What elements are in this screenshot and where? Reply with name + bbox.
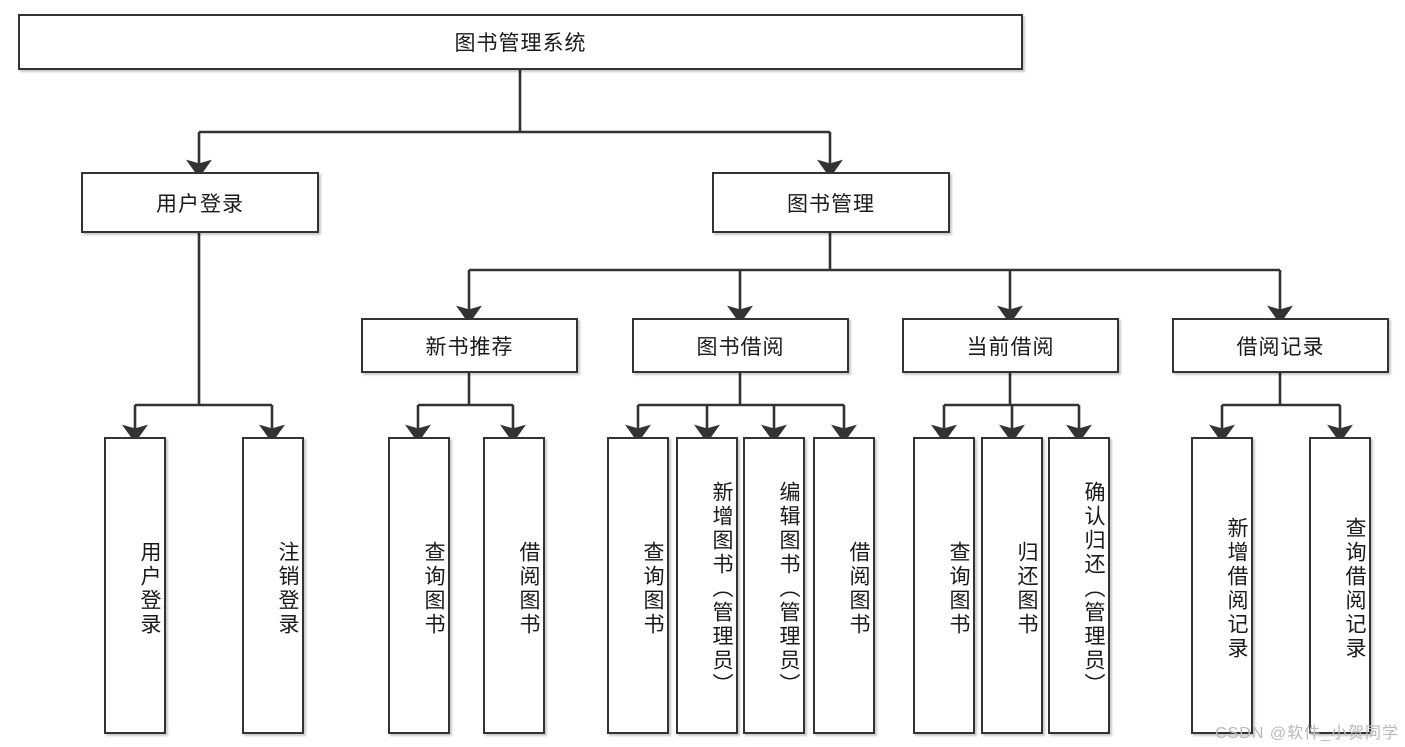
- leaf-newbook-borrow-book-label: 借阅图书: [517, 540, 540, 637]
- leaf-current-confirm-return[interactable]: 确认归还（管理员）: [1048, 437, 1110, 734]
- leaf-newbook-query-book[interactable]: 查询图书: [388, 437, 450, 734]
- leaf-borrow-borrow-book-label: 借阅图书: [847, 540, 870, 637]
- node-book-manage-label: 图书管理: [787, 192, 875, 216]
- leaf-borrow-edit-book-label: 编辑图书（管理员）: [777, 480, 800, 697]
- leaf-record-query[interactable]: 查询借阅记录: [1309, 437, 1371, 734]
- node-root[interactable]: 图书管理系统: [18, 14, 1023, 70]
- node-current-borrow-label: 当前借阅: [966, 335, 1055, 359]
- leaf-current-query-book-label: 查询图书: [947, 540, 970, 637]
- watermark: CSDN @软件_小贺同学: [1215, 725, 1399, 742]
- leaf-logout-label: 注销登录: [276, 540, 299, 637]
- leaf-newbook-query-book-label: 查询图书: [422, 540, 445, 637]
- node-current-borrow[interactable]: 当前借阅: [902, 318, 1119, 373]
- leaf-borrow-query-book[interactable]: 查询图书: [607, 437, 669, 734]
- leaf-logout[interactable]: 注销登录: [242, 437, 304, 734]
- node-borrow-record-label: 借阅记录: [1236, 335, 1325, 359]
- leaf-user-login[interactable]: 用户登录: [104, 437, 166, 734]
- leaf-record-add[interactable]: 新增借阅记录: [1191, 437, 1253, 734]
- node-book-borrow[interactable]: 图书借阅: [632, 318, 849, 373]
- leaf-record-add-label: 新增借阅记录: [1225, 516, 1248, 661]
- node-new-book-recommend[interactable]: 新书推荐: [361, 318, 578, 373]
- leaf-borrow-query-book-label: 查询图书: [641, 540, 664, 637]
- leaf-current-confirm-return-label: 确认归还（管理员）: [1082, 480, 1105, 697]
- node-new-book-recommend-label: 新书推荐: [425, 335, 514, 359]
- leaf-borrow-edit-book[interactable]: 编辑图书（管理员）: [743, 437, 805, 734]
- node-root-label: 图书管理系统: [454, 32, 587, 55]
- leaf-current-return-book[interactable]: 归还图书: [981, 437, 1043, 734]
- leaf-borrow-borrow-book[interactable]: 借阅图书: [813, 437, 875, 734]
- node-user-login[interactable]: 用户登录: [81, 172, 319, 233]
- leaf-current-return-book-label: 归还图书: [1015, 540, 1038, 637]
- leaf-borrow-add-book-label: 新增图书（管理员）: [710, 480, 733, 697]
- leaf-user-login-label: 用户登录: [138, 540, 161, 637]
- node-borrow-record[interactable]: 借阅记录: [1172, 318, 1389, 373]
- leaf-current-query-book[interactable]: 查询图书: [913, 437, 975, 734]
- leaf-newbook-borrow-book[interactable]: 借阅图书: [483, 437, 545, 734]
- node-user-login-label: 用户登录: [156, 192, 244, 216]
- leaf-borrow-add-book[interactable]: 新增图书（管理员）: [676, 437, 738, 734]
- node-book-manage[interactable]: 图书管理: [712, 172, 950, 233]
- node-book-borrow-label: 图书借阅: [696, 335, 785, 359]
- leaf-record-query-label: 查询借阅记录: [1343, 516, 1366, 661]
